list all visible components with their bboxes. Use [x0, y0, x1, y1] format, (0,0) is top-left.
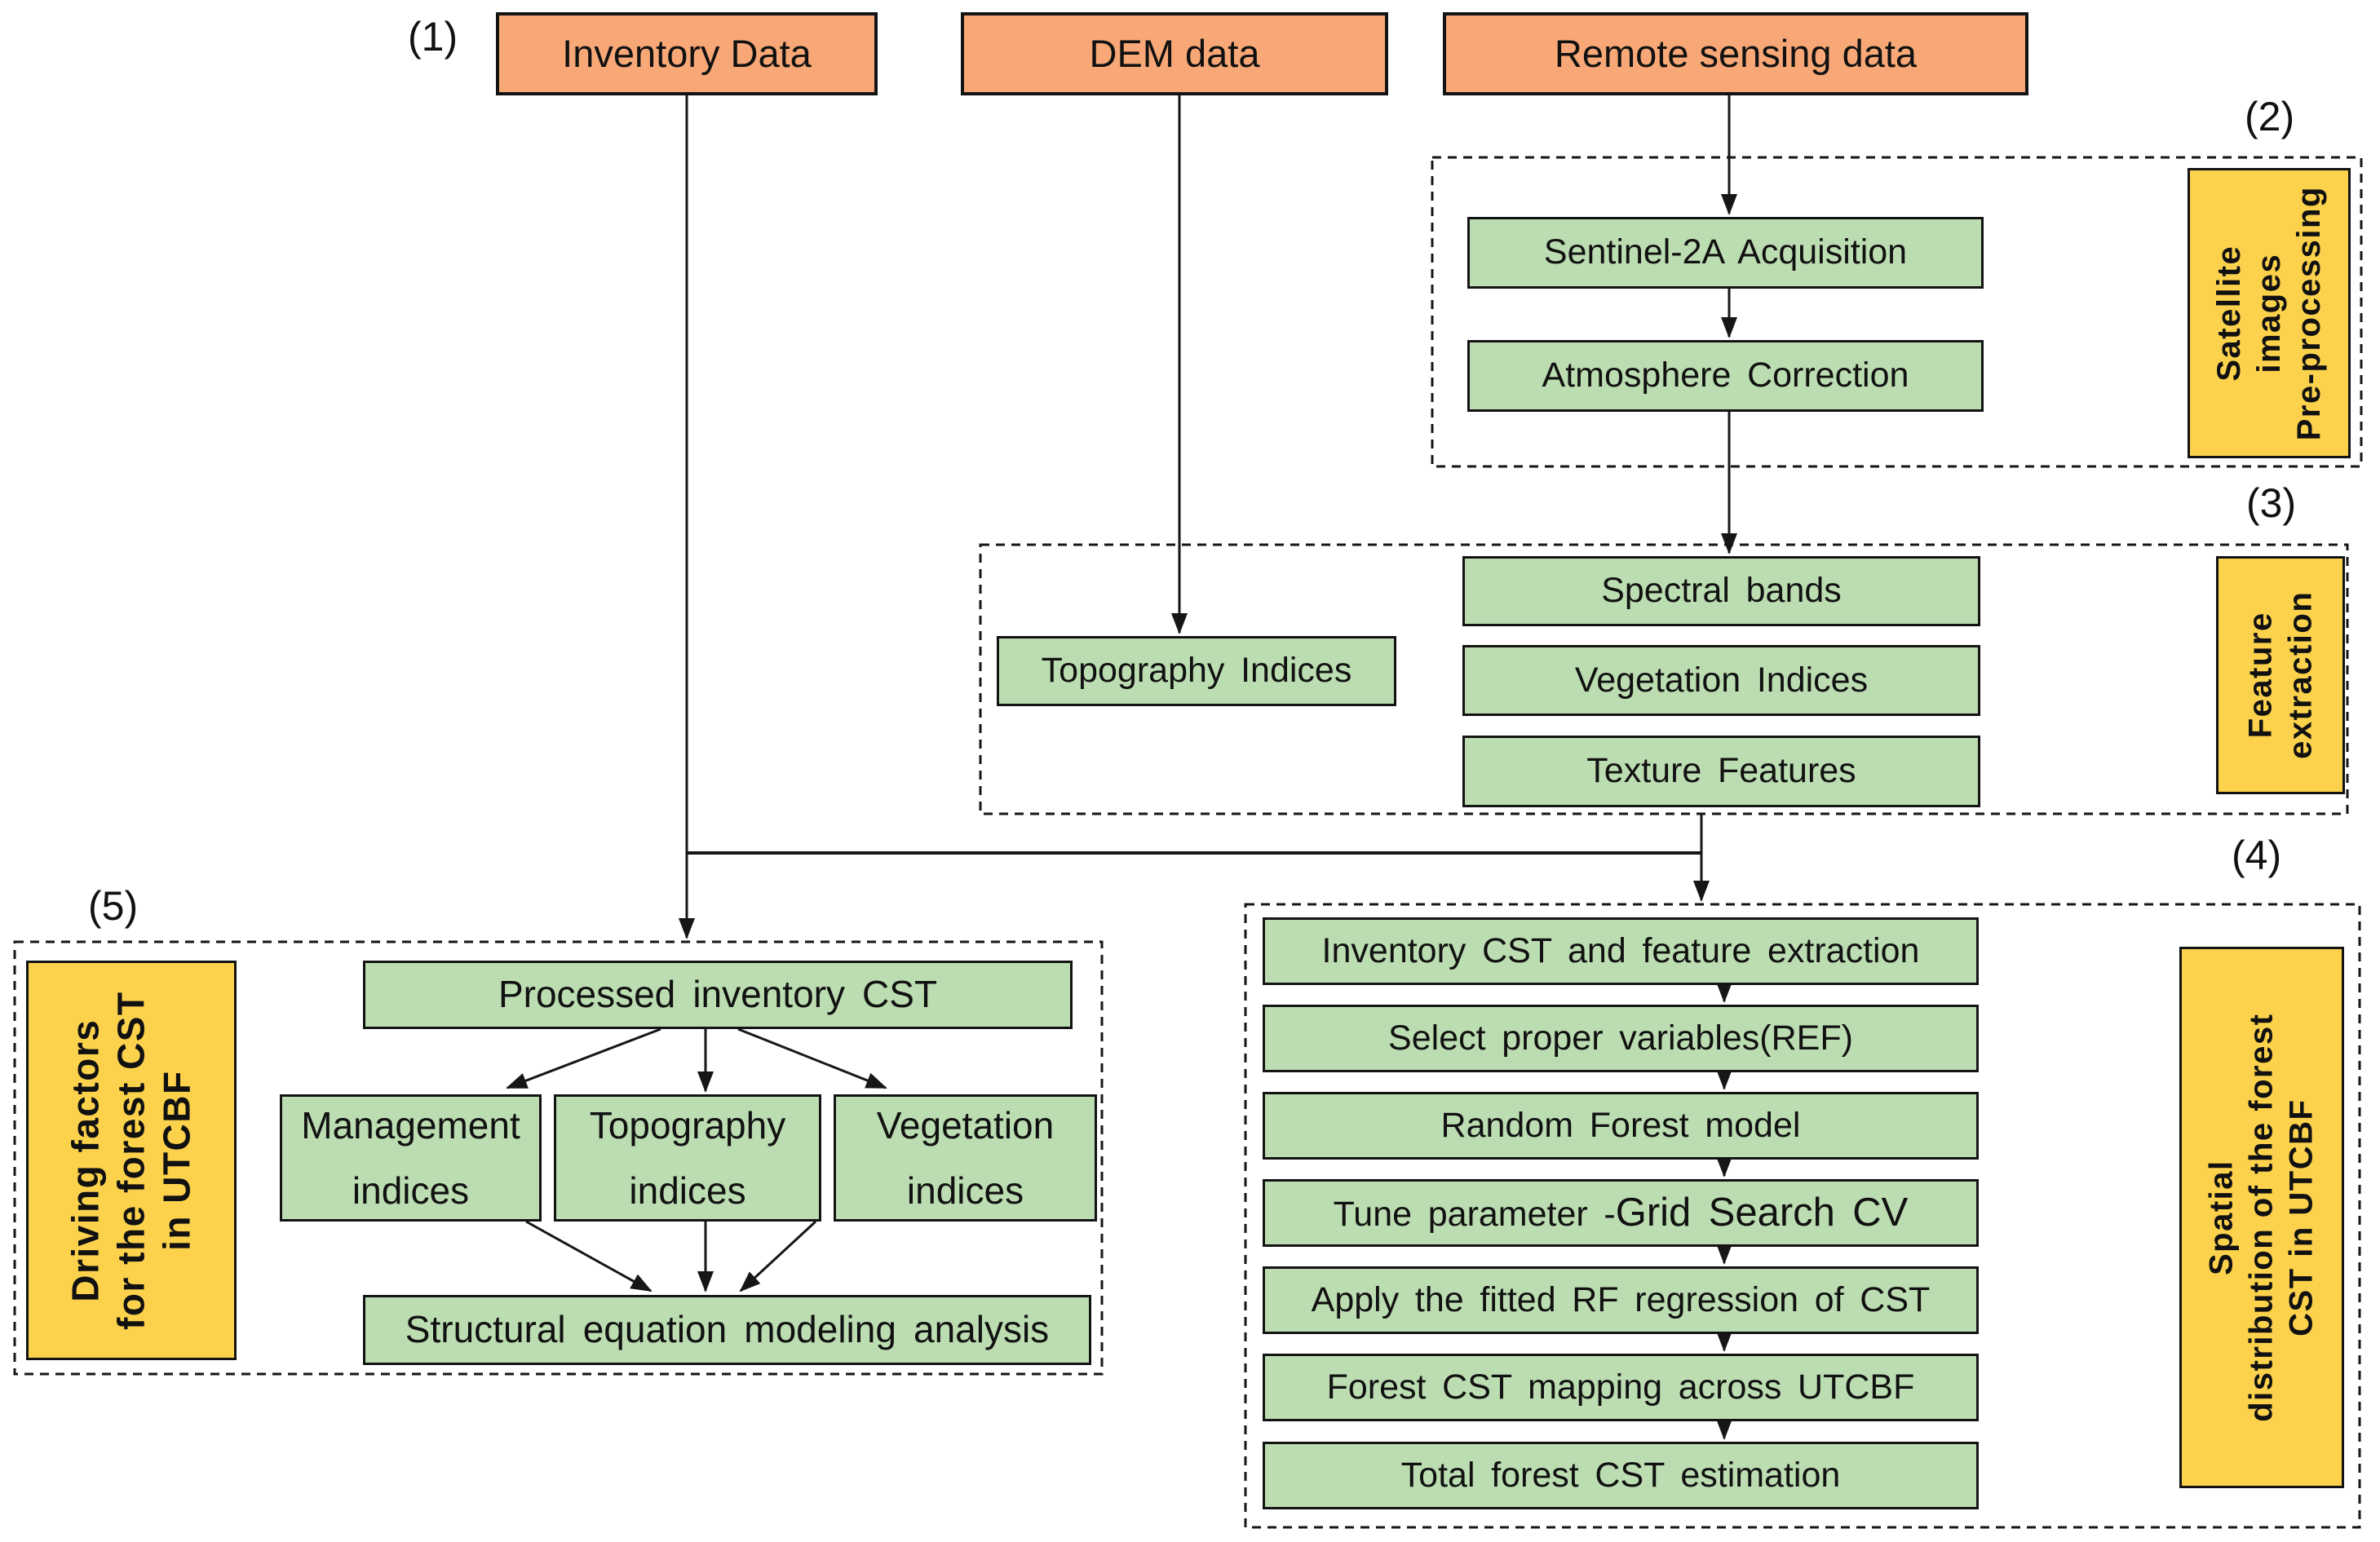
node-total-forest-cst-estimation: Total forest CST estimation — [1263, 1442, 1979, 1509]
node-vegetation-indices-label: Vegetation Indices — [1574, 660, 1869, 700]
feature-extraction-group-border — [979, 543, 2349, 815]
node-texture-features-label: Texture Features — [1586, 751, 1856, 791]
driving-factors-group-border — [13, 940, 1104, 1376]
node-atmosphere-correction: Atmosphere Correction — [1467, 340, 1984, 412]
spatial-distribution-group-border — [1244, 903, 2361, 1529]
node-vegetation-indices-driver: Vegetation indices — [834, 1094, 1097, 1222]
connector-processed-to-management — [506, 1027, 661, 1089]
section-label-1: (1) — [408, 14, 458, 60]
node-structural-equation-modeling-label: Structural equation modeling analysis — [405, 1308, 1050, 1351]
node-topography-indices-label: Topography Indices — [1041, 651, 1352, 691]
section-label-5: (5) — [88, 883, 139, 929]
node-sentinel-acquisition: Sentinel-2A Acquisition — [1467, 217, 1984, 289]
section-label-4: (4) — [2232, 833, 2282, 878]
node-inventory-cst-feature-extraction: Inventory CST and feature extraction — [1263, 917, 1979, 985]
node-management-indices: Management indices — [280, 1094, 542, 1222]
node-apply-fitted-rf-regression-label: Apply the fitted RF regression of CST — [1311, 1279, 1931, 1319]
node-inventory-data-label: Inventory Data — [562, 31, 812, 75]
sidebar-driving-factors: Driving factors for the forest CST in UT… — [26, 961, 237, 1360]
node-management-indices-label: Management indices — [301, 1103, 520, 1213]
node-inventory-cst-feature-extraction-label: Inventory CST and feature extraction — [1321, 930, 1920, 970]
node-spectral-bands: Spectral bands — [1462, 556, 1980, 626]
node-total-forest-cst-estimation-label: Total forest CST estimation — [1400, 1455, 1841, 1495]
node-forest-cst-mapping-label: Forest CST mapping across UTCBF — [1326, 1367, 1915, 1407]
node-topography-indices-driver-label: Topography indices — [589, 1103, 786, 1213]
node-vegetation-indices-driver-label: Vegetation indices — [876, 1103, 1055, 1213]
node-random-forest-model-label: Random Forest model — [1440, 1105, 1801, 1145]
sidebar-spatial-distribution: Spatial distribution of the forest CST i… — [2179, 947, 2344, 1488]
section-label-2: (2) — [2245, 94, 2295, 139]
node-select-proper-variables-label: Select proper variables(REF) — [1388, 1018, 1853, 1058]
sidebar-satellite-preprocessing-label: Satellite images Pre-processing — [2210, 185, 2327, 441]
node-tune-parameter-grid-search: Tune parameter -Grid Search CV — [1263, 1179, 1979, 1247]
node-random-forest-model: Random Forest model — [1263, 1092, 1979, 1160]
node-select-proper-variables: Select proper variables(REF) — [1263, 1005, 1979, 1072]
node-structural-equation-modeling: Structural equation modeling analysis — [363, 1295, 1091, 1365]
sidebar-satellite-preprocessing: Satellite images Pre-processing — [2188, 168, 2351, 458]
node-spectral-bands-label: Spectral bands — [1601, 571, 1842, 611]
sidebar-feature-extraction: Feature extraction — [2216, 556, 2345, 794]
node-texture-features: Texture Features — [1462, 736, 1980, 807]
sidebar-spatial-distribution-label: Spatial distribution of the forest CST i… — [2203, 1013, 2320, 1422]
node-remote-sensing-data: Remote sensing data — [1443, 12, 2028, 95]
node-vegetation-indices: Vegetation Indices — [1462, 645, 1980, 716]
section-label-3: (3) — [2246, 480, 2297, 526]
node-atmosphere-correction-label: Atmosphere Correction — [1542, 356, 1909, 395]
node-topography-indices: Topography Indices — [997, 636, 1396, 706]
node-inventory-data: Inventory Data — [496, 12, 878, 95]
node-processed-inventory-cst: Processed inventory CST — [363, 961, 1073, 1029]
sidebar-driving-factors-label: Driving factors for the forest CST in UT… — [64, 991, 199, 1330]
node-dem-data: DEM data — [961, 12, 1388, 95]
node-remote-sensing-data-label: Remote sensing data — [1554, 31, 1918, 75]
node-apply-fitted-rf-regression: Apply the fitted RF regression of CST — [1263, 1266, 1979, 1334]
connector-management-to-sem — [525, 1220, 653, 1292]
node-sentinel-acquisition-label: Sentinel-2A Acquisition — [1543, 232, 1908, 272]
node-dem-data-label: DEM data — [1089, 31, 1260, 75]
sidebar-feature-extraction-label: Feature extraction — [2242, 590, 2319, 760]
connector-processed-to-vegetation — [737, 1027, 887, 1089]
node-processed-inventory-cst-label: Processed inventory CST — [498, 973, 938, 1016]
node-topography-indices-driver: Topography indices — [554, 1094, 821, 1222]
node-tune-parameter-grid-search-label: Tune parameter -Grid Search CV — [1333, 1191, 1909, 1235]
connector-vegetation-to-sem — [739, 1220, 817, 1292]
node-forest-cst-mapping: Forest CST mapping across UTCBF — [1263, 1354, 1979, 1421]
